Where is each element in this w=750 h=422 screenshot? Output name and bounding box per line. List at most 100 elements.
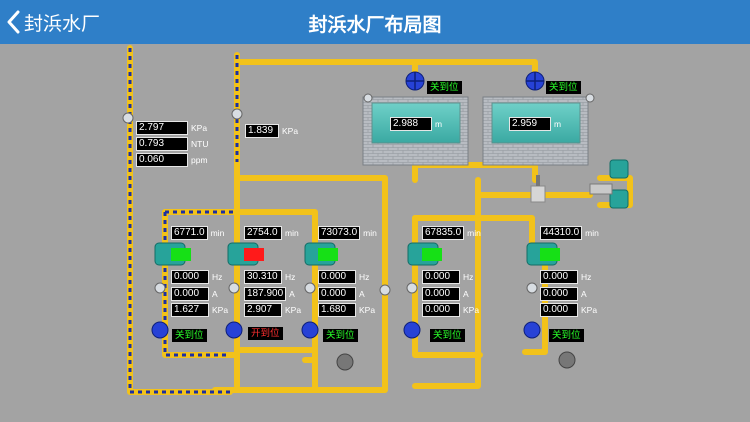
monitor-pressure-unit: KPa xyxy=(191,123,208,133)
pump-4-current-unit: A xyxy=(463,289,469,299)
pump-3-frequency-unit: Hz xyxy=(359,272,370,282)
pump-4-pressure-value: 0.000 xyxy=(422,303,460,317)
pump-5-frequency-unit: Hz xyxy=(581,272,592,282)
pump-5-frequency-value: 0.000 xyxy=(540,270,578,284)
tank-2-level-value: 2.959 xyxy=(509,117,551,131)
back-label: 封浜水厂 xyxy=(24,12,101,35)
monitor-turbidity-unit: NTU xyxy=(191,139,209,149)
pressure-gauge-icon xyxy=(122,93,595,296)
pump-5-run-indicator xyxy=(540,248,560,261)
pump-3-current-unit: A xyxy=(359,289,365,299)
pump-1-valve-status[interactable]: 关到位 xyxy=(172,329,207,342)
tank-2-level-unit: m xyxy=(554,119,562,129)
pump-3-runtime-unit: min xyxy=(363,228,377,238)
pump-5-pressure-unit: KPa xyxy=(581,305,598,315)
tank-2-valve-status[interactable]: 关到位 xyxy=(546,81,581,94)
pump-4-pressure-unit: KPa xyxy=(463,305,480,315)
pump-5-runtime-unit: min xyxy=(585,228,599,238)
pump-5-valve-status[interactable]: 关到位 xyxy=(549,329,584,342)
pump-5-pressure-value: 0.000 xyxy=(540,303,578,317)
pump-2-current-value: 187.900 xyxy=(244,287,287,301)
pump-2-pressure-value: 2.907 xyxy=(244,303,282,317)
page-title: 封浜水厂布局图 xyxy=(308,14,442,36)
plant-layout: 2.797 KPa 0.793 NTU 0.060 ppm 1.839 KPa … xyxy=(0,44,750,422)
pump-5-current-unit: A xyxy=(581,289,587,299)
pump-1-current-value: 0.000 xyxy=(171,287,209,301)
tank-1-level: 2.988 m xyxy=(390,117,442,131)
tank-1-valve-status[interactable]: 关到位 xyxy=(427,81,462,94)
pump-3-frequency-value: 0.000 xyxy=(318,270,356,284)
pump-4-frequency-unit: Hz xyxy=(463,272,474,282)
pump-2-frequency-unit: Hz xyxy=(285,272,296,282)
pump-1-current-unit: A xyxy=(212,289,218,299)
pump-4-runtime-value: 67835.0 xyxy=(422,226,465,240)
line-pressure-value: 1.839 xyxy=(245,124,279,138)
pump-icon xyxy=(154,242,558,266)
monitor-turbidity: 0.793 NTU xyxy=(136,137,208,151)
pump-4-current-value: 0.000 xyxy=(422,287,460,301)
valve-wheel-icon xyxy=(525,71,545,91)
back-button[interactable]: 封浜水厂 xyxy=(6,6,100,38)
pump-2-runtime-value: 2754.0 xyxy=(244,226,282,240)
pump-3-current-value: 0.000 xyxy=(318,287,356,301)
gate-valve-icon xyxy=(530,175,546,203)
pump-icon xyxy=(589,159,629,209)
stripe-pipes xyxy=(128,48,239,394)
pump-2-valve-status[interactable]: 开到位 xyxy=(248,327,283,340)
pump-4-frequency-value: 0.000 xyxy=(422,270,460,284)
pump-2-run-indicator xyxy=(244,248,264,261)
pump-1-pressure-unit: KPa xyxy=(212,305,229,315)
pump-2-frequency-value: 30.310 xyxy=(244,270,282,284)
pump-5-runtime-value: 44310.0 xyxy=(540,226,583,240)
pump-3-pressure-unit: KPa xyxy=(359,305,376,315)
pump-3-valve-status[interactable]: 关到位 xyxy=(323,329,358,342)
pump-4-run-indicator xyxy=(422,248,442,261)
tank-1-level-unit: m xyxy=(435,119,443,129)
valve-wheel-icon xyxy=(336,351,576,371)
nav-bar: 封浜水厂 封浜水厂布局图 xyxy=(0,0,750,44)
water-tank-icon xyxy=(362,96,469,166)
monitor-turbidity-value: 0.793 xyxy=(136,137,188,151)
monitor-chlorine-value: 0.060 xyxy=(136,153,188,167)
monitor-chlorine-unit: ppm xyxy=(191,155,208,165)
pump-3-runtime-value: 73073.0 xyxy=(318,226,361,240)
pump-1-runtime-unit: min xyxy=(210,228,225,238)
line-pressure-unit: KPa xyxy=(282,126,299,136)
valve-wheel-icon xyxy=(151,321,541,339)
pump-1-frequency-unit: Hz xyxy=(212,272,223,282)
tank-2-level: 2.959 m xyxy=(509,117,561,131)
pump-5-current-value: 0.000 xyxy=(540,287,578,301)
pump-1-runtime-value: 6771.0 xyxy=(171,226,208,240)
monitor-pressure: 2.797 KPa xyxy=(136,121,207,135)
pump-1-run-indicator xyxy=(171,248,191,261)
pump-3-pressure-value: 1.680 xyxy=(318,303,356,317)
pump-4-valve-status[interactable]: 关到位 xyxy=(430,329,465,342)
line-pressure: 1.839 KPa xyxy=(245,124,298,138)
pump-1-pressure-value: 1.627 xyxy=(171,303,209,317)
chevron-left-icon xyxy=(6,10,20,34)
pump-1-frequency-value: 0.000 xyxy=(171,270,209,284)
pump-4-runtime-unit: min xyxy=(467,228,481,238)
pump-2-pressure-unit: KPa xyxy=(285,305,302,315)
monitor-chlorine: 0.060 ppm xyxy=(136,153,208,167)
plant-diagram xyxy=(122,45,633,395)
tank-1-level-value: 2.988 xyxy=(390,117,432,131)
